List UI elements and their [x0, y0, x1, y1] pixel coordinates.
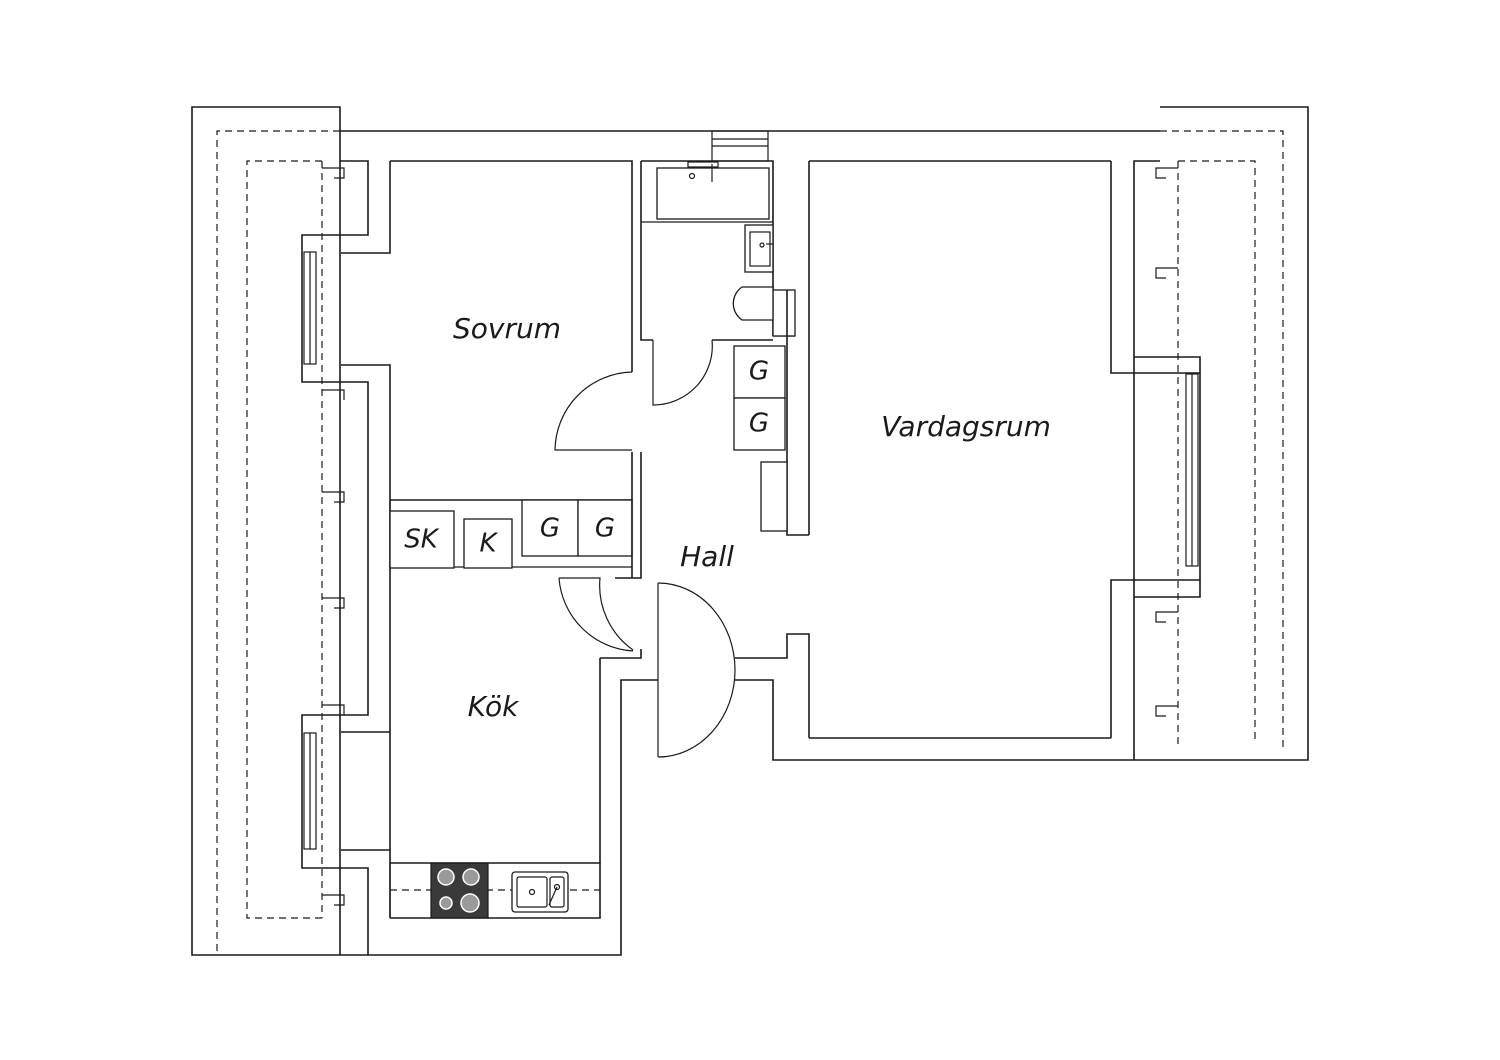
room-label-bedroom: Sovrum: [453, 312, 561, 345]
closet-row: [389, 452, 642, 579]
hall-closet-column: [733, 160, 1111, 536]
bathtub-icon: [656, 161, 770, 220]
kitchen-door: [558, 577, 634, 652]
bedroom-door: [554, 371, 633, 451]
right-window: [1185, 373, 1199, 567]
stove-icon: [430, 862, 489, 919]
closet-label-g: G: [749, 357, 769, 387]
closet-label-k: K: [479, 529, 498, 559]
room-label-living-room: Vardagsrum: [881, 410, 1051, 443]
left-wall: [301, 160, 391, 955]
toilet-icon: [732, 286, 796, 337]
room-label-kitchen: Kök: [468, 690, 520, 723]
left-window-top: [303, 251, 317, 365]
living-room-walls: [735, 633, 1111, 739]
exterior-walls: [191, 106, 1309, 956]
kitchen-sink-icon: [511, 871, 569, 913]
right-wall: [1110, 160, 1201, 760]
bathroom-door: [652, 339, 713, 406]
room-label-hall: Hall: [680, 540, 734, 573]
entrance-door: [657, 582, 736, 758]
closet-label-g: G: [749, 409, 769, 439]
bathroom-walls: [640, 130, 795, 341]
sink-icon: [744, 224, 774, 273]
roof-dashed-lines: [216, 130, 1284, 955]
beam-markers: [322, 167, 1178, 906]
left-window-bottom: [303, 732, 317, 850]
closet-label-g: G: [595, 514, 615, 544]
closet-label-g: G: [540, 514, 560, 544]
closet-label-sk: SK: [404, 525, 440, 555]
